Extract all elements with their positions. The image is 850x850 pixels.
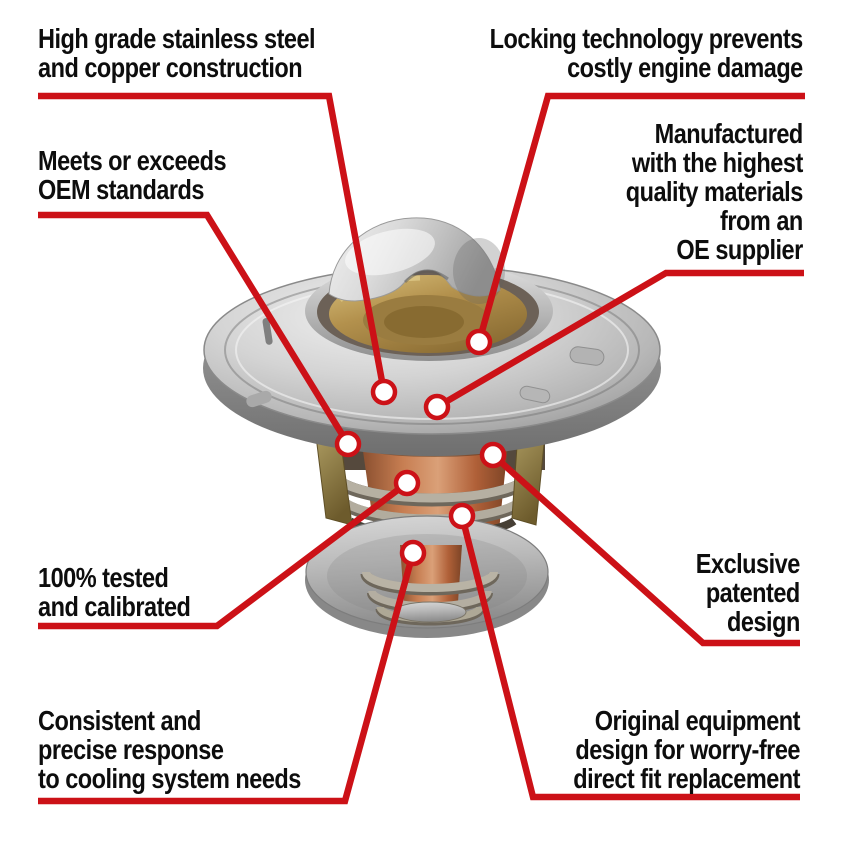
- flange-tab-lower: [519, 385, 551, 404]
- flange-tab-right: [569, 346, 605, 366]
- callout-label-tested: 100% tested and calibrated: [38, 562, 191, 622]
- callout-label-meets-oem: Meets or exceeds OEM standards: [38, 145, 227, 205]
- flange-tab-left: [246, 390, 272, 408]
- callout-label-original-equipment: Original equipment design for worry-free…: [573, 705, 800, 794]
- callout-label-manufactured: Manufactured with the highest quality ma…: [625, 118, 804, 265]
- callout-label-exclusive: Exclusive patented design: [695, 548, 801, 637]
- connector-locking: [475, 92, 805, 343]
- callout-connectors: [38, 92, 805, 805]
- callout-points: [334, 328, 507, 567]
- connector-exclusive: [490, 452, 800, 647]
- point-manufactured: [423, 393, 451, 421]
- jiggle-pin: [262, 318, 273, 345]
- callout-label-consistent: Consistent and precise response to cooli…: [38, 705, 301, 794]
- thermostat-photo: [203, 217, 661, 638]
- connector-original-equipment: [458, 515, 800, 801]
- point-locking: [465, 328, 493, 356]
- point-tested: [393, 469, 421, 497]
- point-consistent: [399, 539, 427, 567]
- point-original-equipment: [448, 502, 476, 530]
- point-high-grade: [370, 378, 398, 406]
- connector-manufactured: [435, 269, 804, 410]
- connector-consistent: [38, 552, 417, 805]
- callout-label-locking: Locking technology prevents costly engin…: [489, 23, 804, 83]
- callout-label-high-grade: High grade stainless steel and copper co…: [38, 23, 316, 83]
- bottom-tip: [360, 545, 500, 626]
- connector-tested: [38, 480, 409, 630]
- connector-meets-oem: [38, 211, 351, 446]
- point-meets-oem: [334, 430, 362, 458]
- connector-high-grade: [38, 92, 388, 393]
- bottom-foot: [393, 601, 467, 623]
- point-exclusive: [479, 441, 507, 469]
